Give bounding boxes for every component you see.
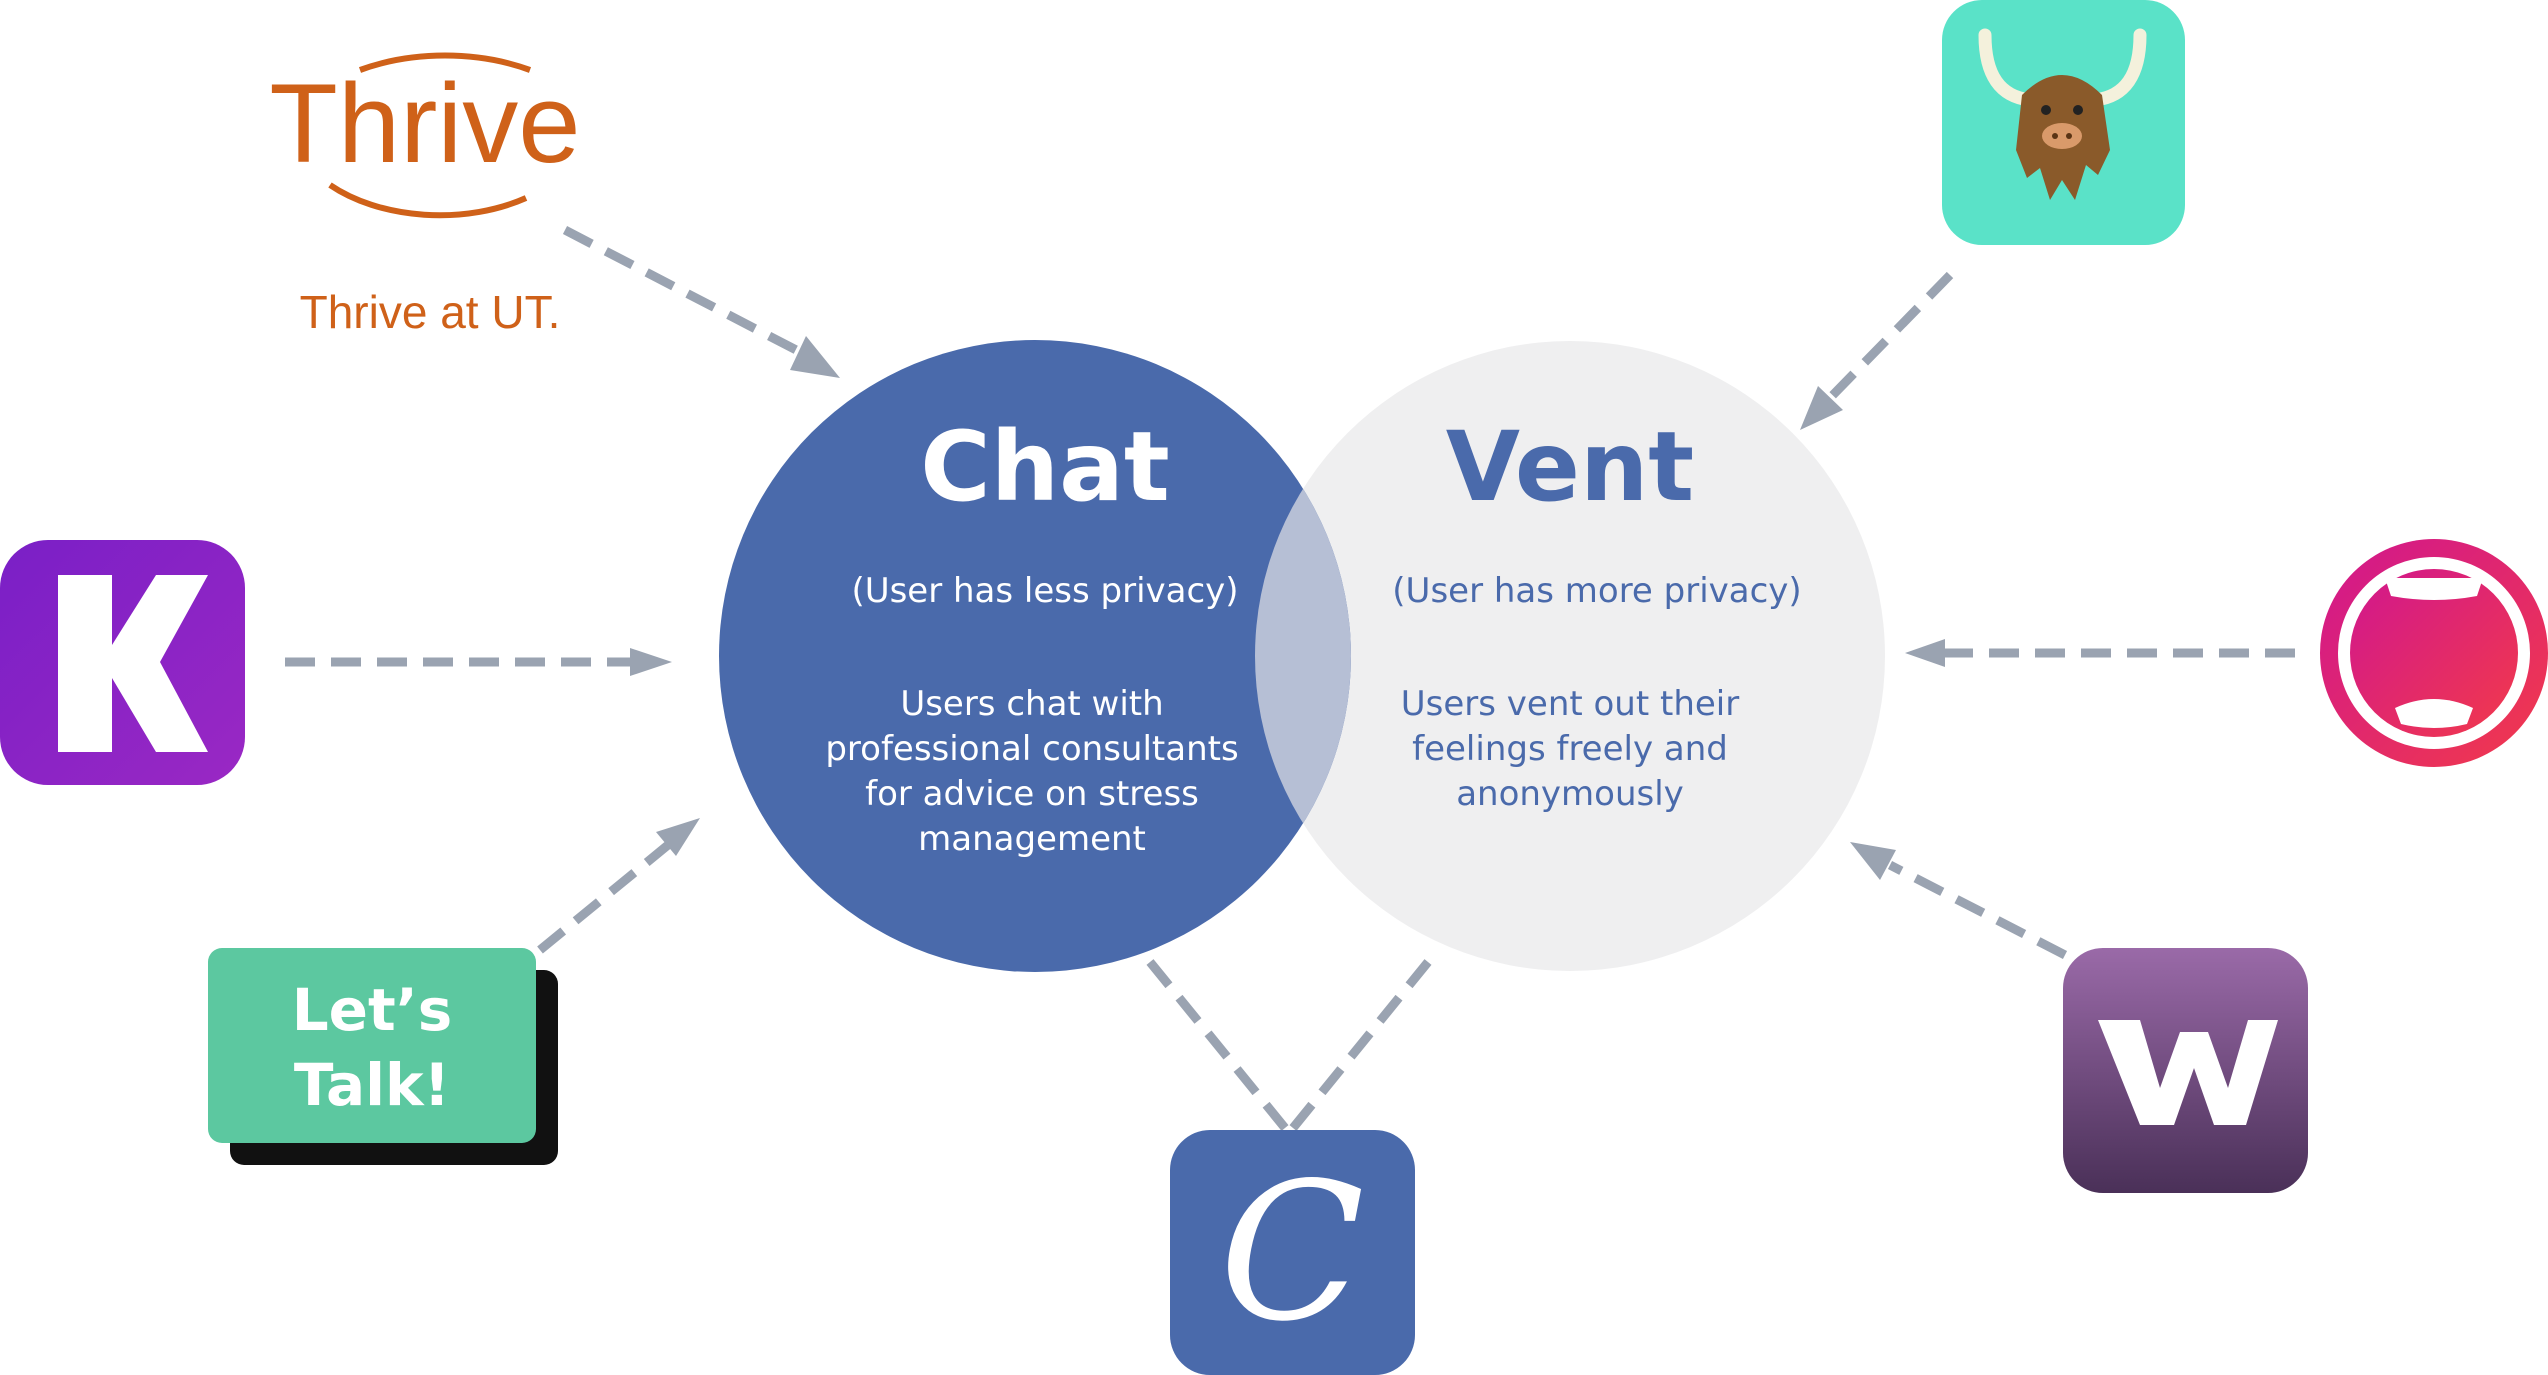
yak-icon [1942,0,2185,245]
arrow-thrive-to-chat [562,226,840,378]
c-app-icon: C [1170,1130,1415,1375]
vent-subtitle: (User has more privacy) [1392,571,1801,611]
open-mouth-icon [2320,539,2548,767]
vent-circle [1255,341,1885,971]
thrive-caption: Thrive at UT. [300,286,561,338]
kik-app-icon [0,540,245,785]
chat-subtitle: (User has less privacy) [851,571,1238,611]
lets-talk-app-icon: Let’s Talk! [208,948,558,1165]
connector-c-app [1146,959,1432,1131]
chat-desc-line: Users chat with [900,684,1163,724]
vent-title: Vent [1446,411,1694,523]
vent-desc-line: anonymously [1456,774,1684,814]
lets-talk-line1: Let’s [292,976,453,1044]
chat-desc-line: for advice on stress [865,774,1199,814]
arrow-mouth-to-vent [1905,639,2295,667]
arrow-letstalk-to-chat [537,818,700,954]
arrow-kik-to-chat [285,648,672,676]
c-app-letter: C [1219,1142,1364,1363]
vent-desc-line: feelings freely and [1412,729,1728,769]
thrive-logo-text: Thrive [269,61,580,186]
vent-desc-line: Users vent out their [1401,684,1739,724]
chat-desc-line: management [918,819,1146,859]
w-app-icon [2063,948,2308,1193]
chat-title: Chat [920,411,1169,523]
arrow-yikyak-to-vent [1800,271,1954,430]
chat-desc-line: professional consultants [825,729,1238,769]
lets-talk-line2: Talk! [294,1051,450,1119]
arrow-w-to-vent [1850,842,2068,960]
thrive-logo: Thrive Thrive at UT. [269,52,581,338]
chat-circle [719,340,1351,972]
